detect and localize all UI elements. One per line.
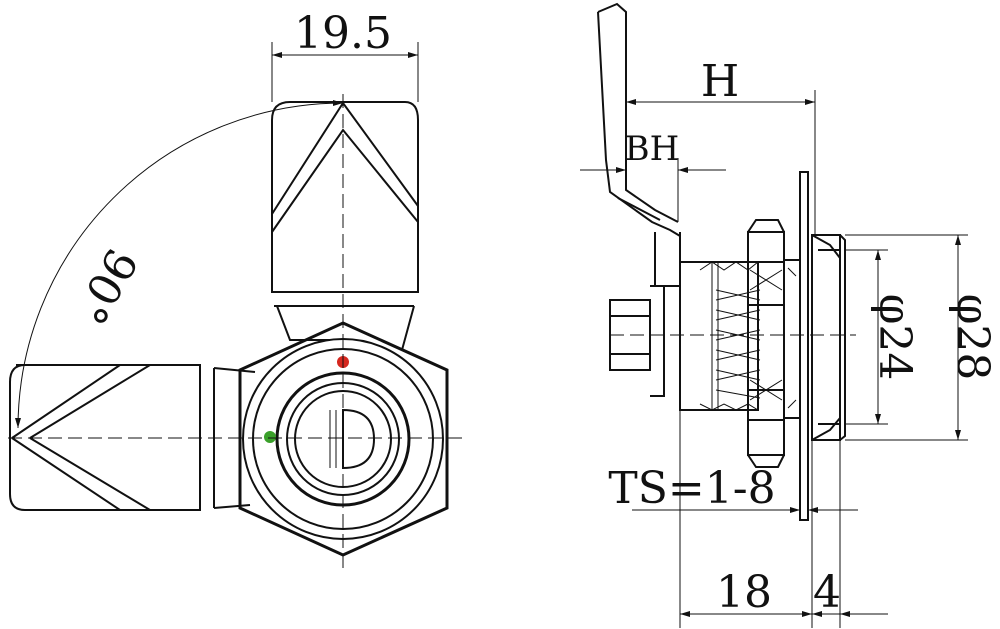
dimension-TS: TS=1-8 [608, 420, 858, 520]
dim-phi24-label: φ24 [869, 294, 920, 381]
hex-nut-side [747, 219, 785, 468]
dim-19-5-label: 19.5 [294, 8, 392, 59]
dim-phi28-label: φ28 [947, 294, 998, 381]
front-flange [811, 234, 846, 441]
green-dot [264, 431, 276, 443]
washer-panel [783, 171, 809, 521]
lever-vertical [271, 101, 419, 351]
dim-H-label: H [701, 56, 739, 107]
dim-4-label: 4 [813, 567, 841, 618]
rear-nut [609, 285, 665, 397]
dimension-18-4: 18 4 [679, 410, 888, 628]
dimension-angle-90: 90° [15, 100, 344, 429]
threaded-barrel [679, 261, 761, 411]
dimension-phi24: φ24 [845, 249, 920, 425]
side-view: H BH φ24 φ28 T [580, 2, 998, 628]
dimension-19-5: 19.5 [271, 8, 419, 102]
dim-18-label: 18 [716, 567, 772, 618]
front-view: 19.5 90° [8, 8, 462, 573]
keyway [342, 408, 376, 470]
dimension-BH: BH [580, 112, 726, 222]
dim-TS-label: TS=1-8 [608, 463, 775, 514]
angle-90-label: 90° [63, 240, 146, 333]
dim-BH-label: BH [625, 129, 680, 169]
dimension-phi28: φ28 [845, 234, 998, 441]
dimension-H: H [626, 56, 816, 235]
